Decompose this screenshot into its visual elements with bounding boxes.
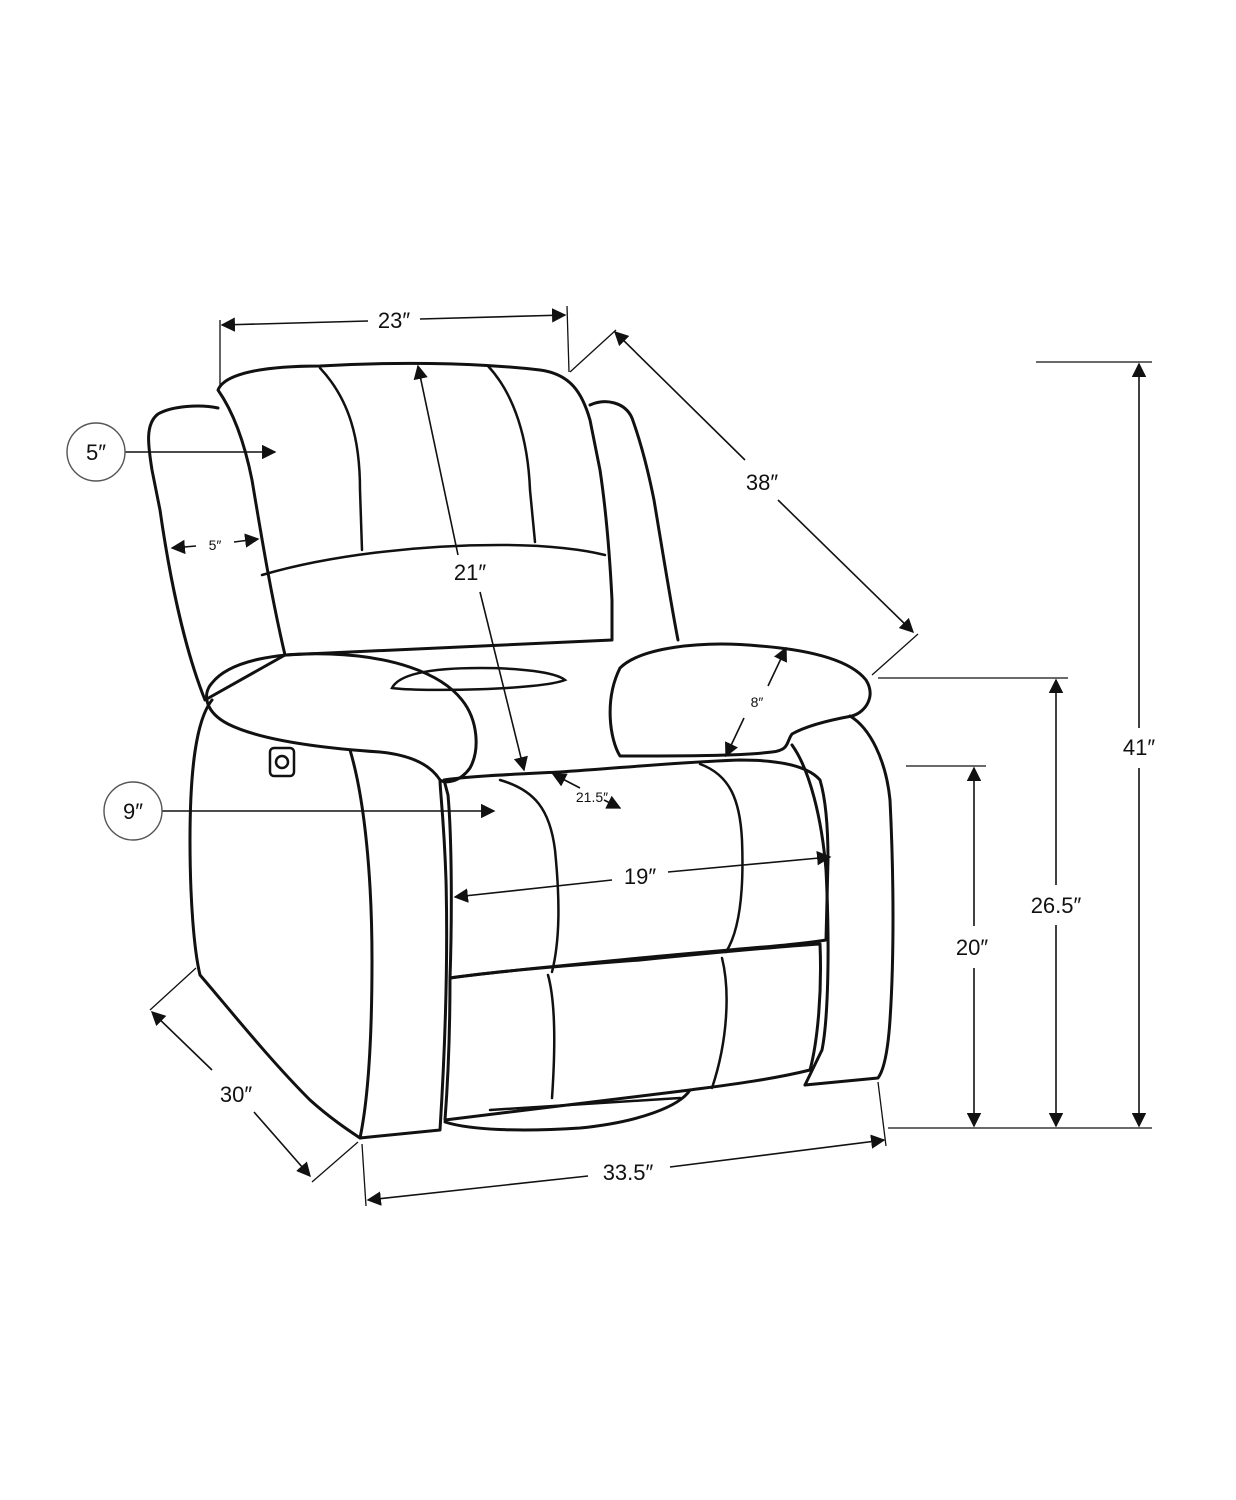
label-seat-depth: 21.5″ <box>576 789 608 805</box>
dim-line-headrest-width <box>419 308 567 323</box>
right-arm-top <box>608 642 872 758</box>
label-arm-height: 26.5″ <box>1031 893 1082 918</box>
dim-line-back-height <box>413 364 459 556</box>
label-seat-height: 20″ <box>956 935 988 960</box>
dim-line-overall-width <box>366 1175 589 1206</box>
dimension-lines <box>124 305 1152 1207</box>
power-button-icon[interactable] <box>268 746 296 778</box>
footrest-seam-left <box>546 973 556 1100</box>
label-depth: 30″ <box>220 1082 252 1107</box>
label-headrest-side-callout: 5″ <box>86 440 106 465</box>
dim-line-back-height <box>479 591 528 772</box>
dim-line-side-depth <box>170 539 197 555</box>
label-seat-width: 19″ <box>624 864 656 889</box>
dim-line-depth <box>150 1010 213 1071</box>
seat-tuft-right <box>698 762 744 954</box>
label-back-height: 21″ <box>454 560 486 585</box>
base-plate <box>488 1096 682 1112</box>
label-arm-thickness: 8″ <box>751 694 764 710</box>
label-arm-callout: 9″ <box>123 799 143 824</box>
ext-line <box>149 967 197 1011</box>
callout-bubble-headrest-side <box>66 422 126 482</box>
label-overall-width: 33.5″ <box>603 1160 654 1185</box>
right-arm-side <box>803 714 895 1087</box>
dim-line-seat-depth <box>603 795 622 809</box>
headrest-seam <box>260 543 607 577</box>
back-pocket <box>390 666 568 692</box>
ext-line <box>871 633 919 676</box>
label-overall-height: 41″ <box>1123 735 1155 760</box>
dim-line-headrest-width <box>220 317 369 332</box>
dim-line-overall-width <box>669 1134 886 1168</box>
ext-line <box>569 329 617 373</box>
dim-line-backrest-diagonal <box>777 499 915 634</box>
dim-line-depth <box>253 1111 311 1178</box>
left-arm-front <box>348 748 449 1140</box>
back-cushion-outline <box>216 361 614 657</box>
swivel-base <box>443 1088 692 1132</box>
recliner-chair-drawing <box>147 361 895 1140</box>
dim-line-seat-width <box>667 851 832 873</box>
dim-line-arm-thickness <box>725 717 745 758</box>
ext-line <box>311 1141 359 1183</box>
headrest-tuft-left <box>318 366 364 552</box>
ext-line <box>361 1143 367 1207</box>
footrest-seam-right <box>710 956 728 1090</box>
left-arm-top <box>205 652 478 784</box>
dim-line-side-depth <box>233 533 260 548</box>
ext-line <box>877 1081 887 1147</box>
dim-line-backrest-diagonal <box>613 330 746 461</box>
left-wing-outline <box>147 404 287 702</box>
label-headrest-side-depth: 5″ <box>209 537 222 553</box>
callout-bubble-arm <box>103 781 163 841</box>
dimension-labels: 23″ 38″ 41″ 5″ 5″ 21″ 8″ 26.5″ 21.5″ 9″ … <box>86 308 1155 1185</box>
label-backrest-diagonal: 38″ <box>746 470 778 495</box>
dim-line-arm-thickness <box>767 646 787 687</box>
dim-line-seat-depth <box>551 773 581 789</box>
footrest-panel <box>443 942 823 1122</box>
headrest-tuft-right <box>486 364 537 544</box>
label-headrest-width: 23″ <box>378 308 410 333</box>
ext-line <box>566 305 570 373</box>
left-arm-side <box>188 698 362 1140</box>
seat-tuft-left <box>498 778 560 974</box>
right-wing-outline <box>588 400 680 642</box>
dim-line-seat-width <box>453 879 613 903</box>
